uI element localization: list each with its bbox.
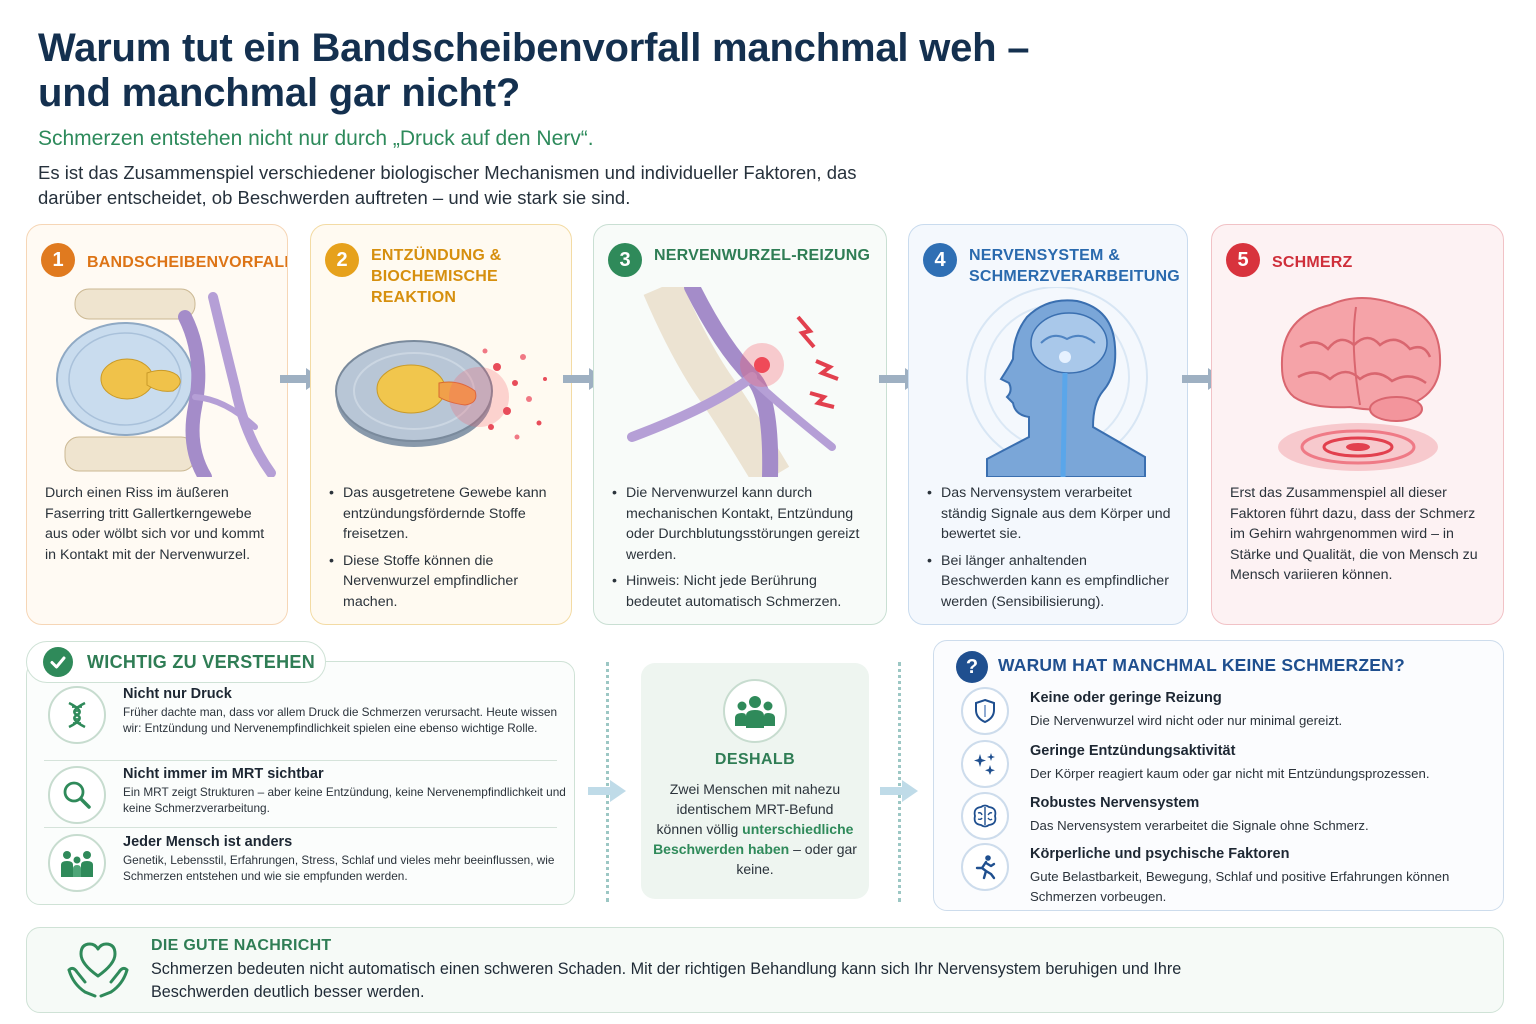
important-panel <box>26 661 575 905</box>
brain-pain-illustration <box>1278 297 1442 471</box>
deshalb-highlight: unterschiedliche Beschwerden haben <box>653 821 854 857</box>
arrow-right-icon <box>588 780 626 802</box>
step-text: Durch einen Riss im äußeren Faserring tr… <box>45 485 265 563</box>
page-title: Warum tut ein Bandscheibenvorfall manchm… <box>38 26 1030 115</box>
important-title: WICHTIG ZU VERSTEHEN <box>87 651 316 672</box>
step-bullet: Hinweis: Nicht jede Berührung bedeutet a… <box>612 571 872 612</box>
good-news-text: Schmerzen bedeuten nicht automatisch ein… <box>151 960 1182 1001</box>
no-pain-item-text: Der Körper reagiert kaum oder gar nicht … <box>1030 766 1430 781</box>
no-pain-item-text: Die Nervenwurzel wird nicht oder nur min… <box>1030 713 1343 728</box>
step-number: 3 <box>608 243 642 277</box>
important-item-title: Jeder Mensch ist anders <box>123 834 293 850</box>
heart-hands-icon <box>67 942 129 998</box>
divider <box>44 827 557 828</box>
step-number: 1 <box>41 243 75 277</box>
nerve-root-irritation-illustration <box>627 287 839 477</box>
no-pain-item-text: Das Nervensystem verarbeitet die Signale… <box>1030 818 1369 833</box>
step-bullet: Die Nervenwurzel kann durch mechanischen… <box>612 483 872 565</box>
checkmark-icon <box>43 647 73 677</box>
step-title: NERVENSYSTEM & SCHMERZVERARBEITUNG <box>969 247 1180 285</box>
step-title: SCHMERZ <box>1272 254 1353 271</box>
important-item-text: Ein MRT zeigt Strukturen – aber keine En… <box>123 785 566 815</box>
no-pain-item-title: Keine oder geringe Reizung <box>1030 690 1222 706</box>
dotted-divider <box>898 662 901 902</box>
step-bullet: Bei länger anhaltenden Beschwerden kann … <box>927 551 1173 613</box>
spine-disc-illustration <box>56 288 276 477</box>
important-item-text: Genetik, Lebensstil, Erfahrungen, Stress… <box>123 853 555 883</box>
people-group-icon <box>723 679 787 743</box>
shield-icon <box>961 687 1009 735</box>
no-pain-title: WARUM HAT MANCHMAL KEINE SCHMERZEN? <box>998 655 1405 675</box>
magnifier-icon <box>48 766 106 824</box>
important-panel-header: WICHTIG ZU VERSTEHEN <box>26 641 326 683</box>
no-pain-panel: ? WARUM HAT MANCHMAL KEINE SCHMERZEN? Ke… <box>933 640 1504 911</box>
divider <box>44 760 557 761</box>
good-news-panel: DIE GUTE NACHRICHT Schmerzen bedeuten ni… <box>26 927 1504 1013</box>
family-icon <box>48 834 106 892</box>
step-bullet: Diese Stoffe können die Nervenwurzel emp… <box>329 551 557 613</box>
step-bullet: Das Nervensystem verarbeitet ständig Sig… <box>927 483 1173 545</box>
brain-icon <box>961 792 1009 840</box>
inflammation-illustration <box>335 340 547 447</box>
no-pain-item-title: Körperliche und psychische Faktoren <box>1030 846 1290 862</box>
sparkles-icon <box>961 740 1009 788</box>
arrow-right-icon <box>880 780 918 802</box>
intro-text: Es ist das Zusammenspiel verschiedener b… <box>38 162 857 208</box>
step-bullet: Das ausgetretene Gewebe kann entzündungs… <box>329 483 557 545</box>
step-card-1: 1 BANDSCHEIBENVORFALL Durch einen Riss i… <box>26 224 288 625</box>
dotted-divider <box>606 662 609 902</box>
deshalb-title: DESHALB <box>714 751 796 768</box>
step-title: BANDSCHEIBENVORFALL <box>87 254 288 271</box>
runner-icon <box>961 843 1009 891</box>
good-news-title: DIE GUTE NACHRICHT <box>151 937 332 954</box>
deshalb-text: Zwei Menschen mit nahezu identischem MRT… <box>653 781 857 877</box>
nervous-system-head-illustration <box>966 287 1148 477</box>
deshalb-panel: DESHALB Zwei Menschen mit nahezu identis… <box>641 663 869 899</box>
step-card-4: 4 NERVENSYSTEM & SCHMERZVERARBEITUNG Das… <box>908 224 1188 625</box>
question-icon: ? <box>956 651 988 683</box>
step-number: 2 <box>325 243 359 277</box>
dna-icon <box>48 686 106 744</box>
no-pain-item-title: Geringe Entzündungsaktivität <box>1030 743 1236 759</box>
step-number: 4 <box>923 243 957 277</box>
no-pain-item-text: Gute Belastbarkeit, Bewegung, Schlaf und… <box>1030 869 1450 904</box>
important-item-title: Nicht nur Druck <box>123 686 232 702</box>
no-pain-item-title: Robustes Nervensystem <box>1030 795 1200 811</box>
page-subtitle: Schmerzen entstehen nicht nur durch „Dru… <box>38 127 594 150</box>
step-title: NERVENWURZEL-REIZUNG <box>654 247 871 264</box>
important-item-title: Nicht immer im MRT sichtbar <box>123 766 324 782</box>
step-text: Erst das Zusammenspiel all dieser Faktor… <box>1230 485 1478 583</box>
important-item-text: Früher dachte man, dass vor allem Druck … <box>123 705 558 735</box>
step-card-3: 3 NERVENWURZEL-REIZUNG Die Nervenwurzel … <box>593 224 887 625</box>
step-title: ENTZÜNDUNG & BIOCHEMISCHE REAKTION <box>371 247 502 306</box>
step-number: 5 <box>1226 243 1260 277</box>
step-card-2: 2 ENTZÜNDUNG & BIOCHEMISCHE REAKTION Das… <box>310 224 572 625</box>
step-card-5: 5 SCHMERZ Erst das Zusammenspiel all die… <box>1211 224 1504 625</box>
